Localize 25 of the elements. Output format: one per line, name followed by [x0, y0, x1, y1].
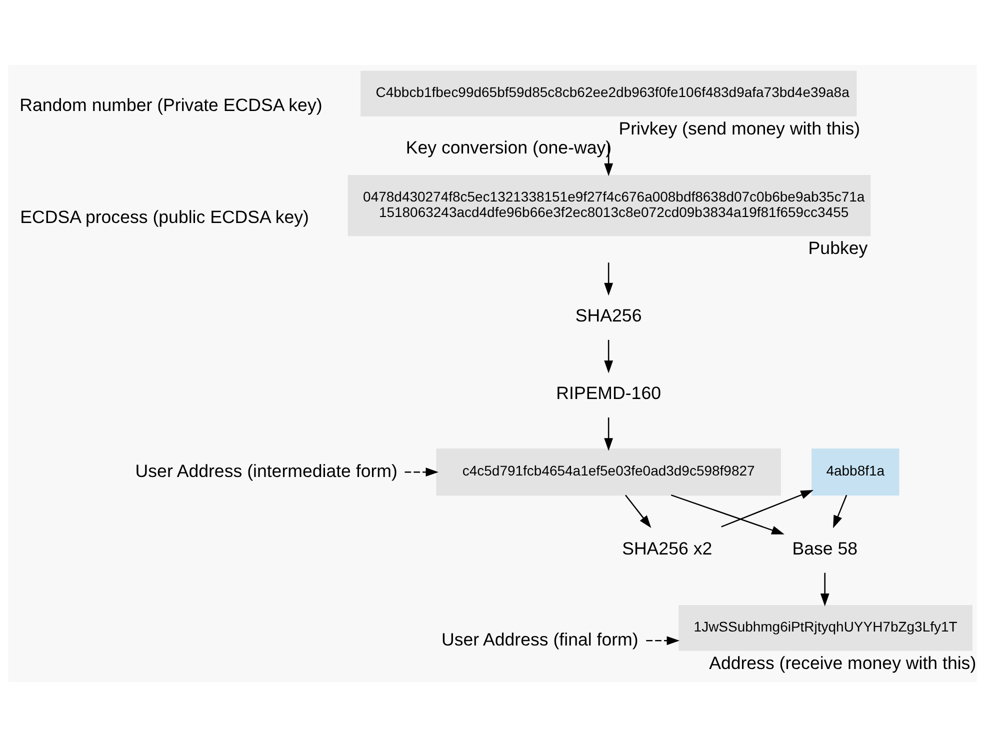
arrow [820, 572, 830, 606]
arrow [604, 262, 614, 296]
node-text: SHA256 x2 [622, 538, 712, 558]
arrow [625, 494, 652, 528]
arrow [604, 339, 614, 373]
arrow [833, 494, 848, 528]
label: Random number (Private ECDSA key) [20, 94, 322, 115]
node-text: Base 58 [792, 538, 858, 558]
node-label: Pubkey [808, 238, 868, 258]
arrow [646, 636, 680, 645]
node-text: User Address (intermediate form) [135, 460, 398, 480]
node-text: RIPEMD-160 [556, 382, 662, 403]
node-label: Address (receive money with this) [709, 652, 976, 672]
arrow [404, 467, 438, 476]
label: ECDSA process (public ECDSA key) [20, 206, 310, 227]
node-box: 1JwSSubhmg6iPtRjtyqhUYYH7bZg3Lfy1T [678, 604, 972, 650]
arrow [670, 494, 784, 534]
node-box: 0478d430274f8c5ec1321338151e9f27f4c676a008bdf8638d07c0b6be9ab35c71a 1518063243acd4dfe96b66e3f2ec8013c8e072cd09b3834a19f81f659cc3455 [348, 174, 871, 236]
node-label: Privkey (send money with this) [618, 118, 860, 138]
node-box: 4abb8f1a [812, 448, 900, 496]
node-box: c4c5d791fcb4654a1ef5e03fe0ad3d9c598f9827 [436, 448, 781, 496]
node-text: SHA256 [575, 305, 642, 326]
arrow [721, 490, 814, 527]
arrow [604, 416, 614, 450]
node-text: User Address (final form) [441, 628, 638, 649]
